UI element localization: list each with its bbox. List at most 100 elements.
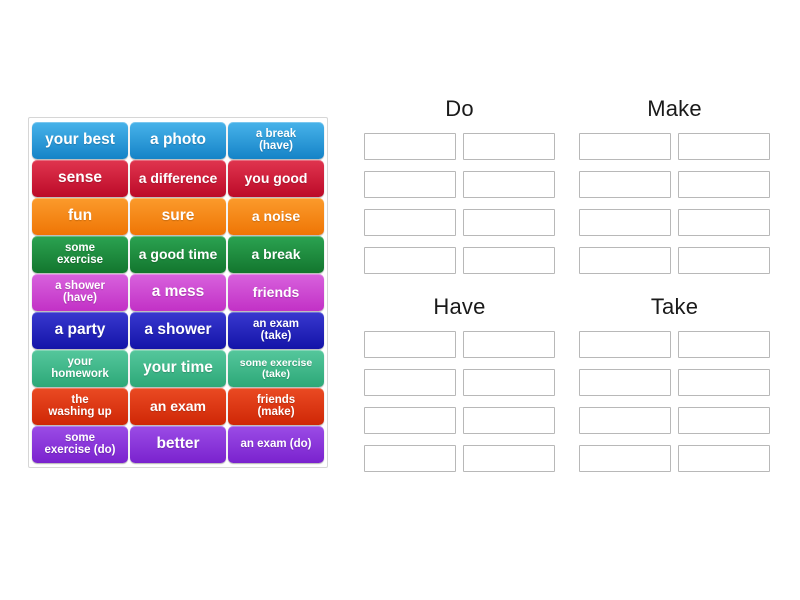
drop-slot[interactable]: [364, 331, 456, 358]
word-tile-label: better: [156, 435, 200, 453]
word-tile-label: your best: [45, 131, 115, 149]
slot-row: [352, 331, 567, 358]
drop-slot[interactable]: [364, 247, 456, 274]
word-tile[interactable]: your time: [130, 350, 226, 387]
word-tile[interactable]: a mess: [130, 274, 226, 311]
word-tile[interactable]: a shower: [130, 312, 226, 349]
word-tile[interactable]: friends: [228, 274, 324, 311]
drop-slot[interactable]: [463, 171, 555, 198]
drop-slot[interactable]: [463, 209, 555, 236]
drop-slot[interactable]: [364, 133, 456, 160]
drop-slot[interactable]: [678, 407, 770, 434]
word-tile-label: an exam(take): [252, 317, 300, 342]
word-tile[interactable]: some exercise(take): [228, 350, 324, 387]
word-tile[interactable]: a good time: [130, 236, 226, 273]
word-tile[interactable]: a shower(have): [32, 274, 128, 311]
word-tile[interactable]: friends(make): [228, 388, 324, 425]
drop-slot[interactable]: [678, 369, 770, 396]
drop-slot[interactable]: [678, 133, 770, 160]
word-tile[interactable]: better: [130, 426, 226, 463]
drop-slot[interactable]: [579, 369, 671, 396]
slot-row: [352, 171, 567, 198]
category-group-take: Take: [567, 294, 782, 472]
drop-slot[interactable]: [463, 247, 555, 274]
word-tile-label: your time: [143, 359, 213, 377]
slot-row: [567, 369, 782, 396]
slot-row: [352, 133, 567, 160]
word-tile[interactable]: a noise: [228, 198, 324, 235]
drop-slot[interactable]: [678, 247, 770, 274]
drop-slot[interactable]: [579, 133, 671, 160]
category-title: Do: [445, 96, 474, 121]
drop-slot[interactable]: [364, 369, 456, 396]
drop-slot[interactable]: [579, 209, 671, 236]
word-tile-label: a difference: [138, 170, 218, 187]
slot-row: [567, 133, 782, 160]
word-tile[interactable]: you good: [228, 160, 324, 197]
slot-row: [567, 331, 782, 358]
word-tile[interactable]: your best: [32, 122, 128, 159]
drop-slot[interactable]: [364, 209, 456, 236]
category-title: Take: [650, 294, 699, 319]
drop-slot[interactable]: [678, 331, 770, 358]
drop-slot[interactable]: [579, 445, 671, 472]
drop-slot[interactable]: [463, 445, 555, 472]
slot-row: [352, 445, 567, 472]
slot-row: [567, 407, 782, 434]
drop-slot[interactable]: [579, 171, 671, 198]
drop-slot[interactable]: [364, 171, 456, 198]
category-group-do: Do: [352, 96, 567, 274]
word-tile-label: an exam (do): [240, 437, 312, 450]
word-tile[interactable]: a break: [228, 236, 324, 273]
word-tile[interactable]: a party: [32, 312, 128, 349]
word-tile[interactable]: an exam: [130, 388, 226, 425]
word-tile-label: a mess: [151, 283, 205, 301]
slot-row: [352, 209, 567, 236]
drop-slot[interactable]: [579, 407, 671, 434]
word-tile[interactable]: sure: [130, 198, 226, 235]
drop-slot[interactable]: [678, 209, 770, 236]
word-tile[interactable]: an exam(take): [228, 312, 324, 349]
slot-row: [567, 209, 782, 236]
tile-row: fun sure a noise: [32, 198, 324, 235]
word-tile[interactable]: an exam (do): [228, 426, 324, 463]
word-tile-label: friends: [252, 284, 300, 301]
slot-row: [567, 171, 782, 198]
drop-slot[interactable]: [463, 331, 555, 358]
word-tile[interactable]: fun: [32, 198, 128, 235]
word-tile[interactable]: a photo: [130, 122, 226, 159]
drop-slot[interactable]: [364, 445, 456, 472]
drop-slot[interactable]: [463, 133, 555, 160]
drop-slot[interactable]: [364, 407, 456, 434]
word-tile[interactable]: a difference: [130, 160, 226, 197]
word-tile-label: sense: [58, 169, 102, 187]
word-tile-label: an exam: [149, 398, 207, 415]
category-title: Make: [647, 96, 702, 121]
drop-slot[interactable]: [678, 171, 770, 198]
word-tile-label: a good time: [138, 246, 218, 263]
drop-slot[interactable]: [463, 369, 555, 396]
word-tile-label: fun: [67, 207, 93, 225]
word-tile[interactable]: a break(have): [228, 122, 324, 159]
slot-row: [352, 247, 567, 274]
drop-slot[interactable]: [579, 331, 671, 358]
drop-slot[interactable]: [463, 407, 555, 434]
word-tile-label: a shower(have): [55, 279, 105, 304]
drop-slot[interactable]: [579, 247, 671, 274]
word-tile-label: sure: [161, 207, 195, 225]
word-tile[interactable]: sense: [32, 160, 128, 197]
drop-slot[interactable]: [678, 445, 770, 472]
word-tile-label: you good: [244, 170, 308, 187]
category-title: Have: [433, 294, 486, 319]
tile-row: sense a difference you good: [32, 160, 324, 197]
